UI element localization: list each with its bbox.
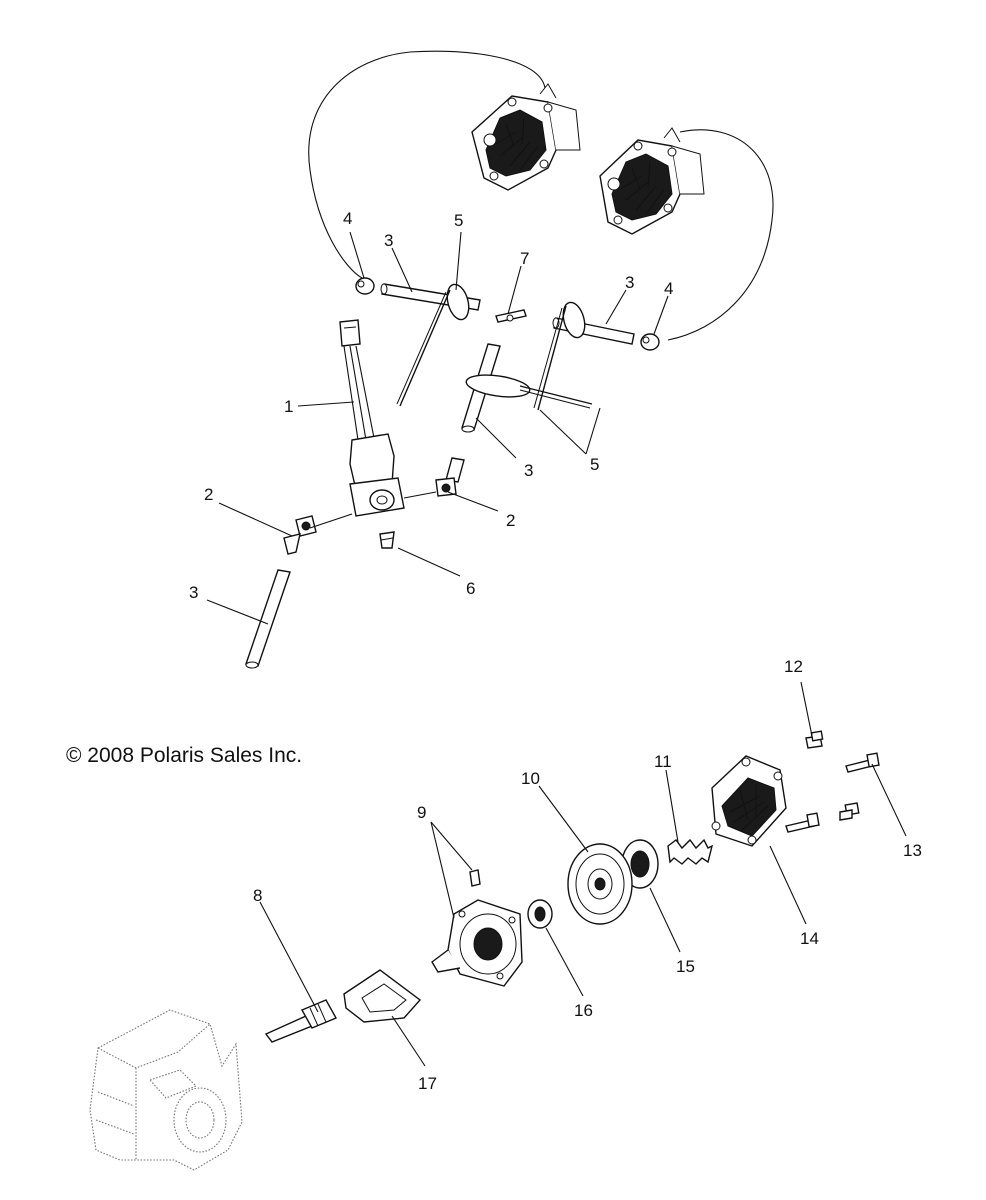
engine-cylinder-outline (89, 1009, 243, 1171)
leader-lines (206, 231, 907, 1067)
callout-3-middle: 3 (524, 461, 533, 480)
callout-16: 16 (574, 1001, 593, 1020)
copyright-notice: © 2008 Polaris Sales Inc. (66, 744, 302, 767)
callout-2-left: 2 (204, 485, 213, 504)
callout-14: 14 (800, 929, 819, 948)
pump-base-part-9 (431, 869, 523, 987)
bolt-part-13-short (839, 802, 860, 821)
callout-4-right: 4 (664, 279, 673, 298)
callout-1: 1 (284, 397, 293, 416)
callout-4-left: 4 (343, 209, 352, 228)
callout-9: 9 (417, 803, 426, 822)
bolt-part-12 (805, 730, 824, 749)
clamp-part-5-upper-left (396, 283, 470, 407)
solenoid-part-1 (339, 319, 405, 517)
fitting-part-7 (495, 309, 527, 323)
clamp-part-5-upper-right (533, 301, 586, 411)
fitting-part-2-right (435, 457, 465, 497)
spring-part-11 (667, 838, 714, 865)
callout-10: 10 (521, 769, 540, 788)
cover-part-14 (711, 755, 787, 847)
callout-12: 12 (784, 657, 803, 676)
hose-part-3-lower (245, 569, 291, 669)
fitting-part-2-left (283, 515, 317, 555)
valve-housing-left (471, 83, 581, 191)
gasket-part-17 (343, 969, 422, 1023)
callout-3-upper-left: 3 (384, 231, 393, 250)
callout-numbers: 1 2 2 3 3 3 3 4 4 5 5 6 7 8 9 10 11 12 1… (189, 209, 922, 1093)
seal-part-16 (527, 899, 553, 929)
callout-3-upper-right: 3 (625, 273, 634, 292)
callout-3-lower: 3 (189, 583, 198, 602)
callout-17: 17 (418, 1074, 437, 1093)
callout-6: 6 (466, 579, 475, 598)
cap-part-4-left (355, 277, 375, 295)
assembly-arc-left (308, 50, 546, 279)
fitting-part-8 (264, 999, 337, 1043)
pin-part-6 (379, 531, 395, 549)
callout-5-upper: 5 (454, 211, 463, 230)
cap-part-4-right (640, 333, 660, 351)
bolt-part-13-long (845, 752, 880, 773)
callout-8: 8 (253, 886, 262, 905)
callout-2-right: 2 (506, 511, 515, 530)
valve-housing-right (599, 127, 705, 235)
callout-13: 13 (903, 841, 922, 860)
callout-7: 7 (520, 249, 529, 268)
assembly-arc-right (667, 129, 774, 341)
callout-5-lower: 5 (590, 455, 599, 474)
callout-15: 15 (676, 957, 695, 976)
bolt-part-13-mid (785, 812, 820, 833)
clamp-part-5-middle (465, 374, 593, 409)
callout-11: 11 (654, 752, 672, 771)
diaphragm-part-10 (567, 843, 633, 925)
